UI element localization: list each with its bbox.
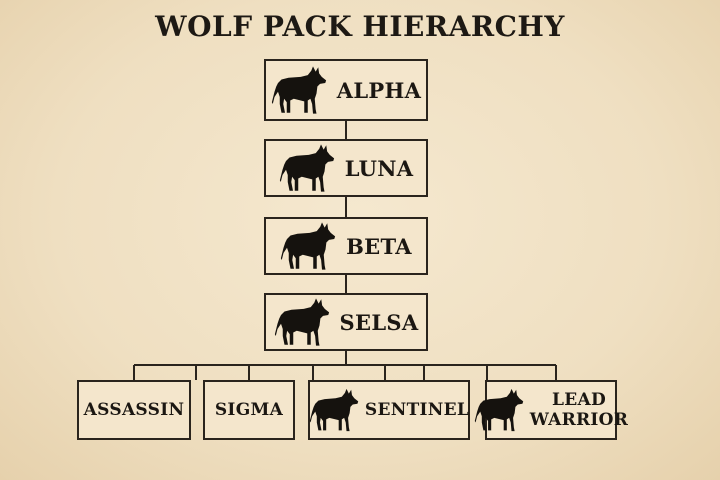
node-label: BETA (346, 233, 412, 259)
diagram-title: WOLF PACK HIERARCHY (155, 10, 565, 43)
node-alpha: ALPHA (264, 59, 428, 121)
node-label: LUNA (344, 155, 414, 181)
node-luna: LUNA (264, 139, 428, 197)
node-label: SELSA (339, 309, 419, 335)
wolf-icon (309, 387, 359, 433)
node-label: LEAD WARRIOR (529, 390, 629, 430)
wolf-icon (271, 65, 327, 115)
node-label: ALPHA (336, 77, 422, 103)
node-sentinel: SENTINEL (308, 380, 470, 440)
node-label: ASSASSIN (83, 400, 185, 420)
node-sigma: SIGMA (203, 380, 295, 440)
node-beta: BETA (264, 217, 428, 275)
node-label: SIGMA (214, 400, 284, 420)
wolf-icon (474, 387, 524, 433)
wolf-icon (279, 143, 335, 193)
wolf-icon (274, 297, 330, 347)
node-assassin: ASSASSIN (77, 380, 191, 440)
node-selsa: SELSA (264, 293, 428, 351)
node-label: SENTINEL (364, 400, 470, 420)
wolf-icon (280, 221, 336, 271)
node-lead-warrior: LEAD WARRIOR (485, 380, 628, 440)
